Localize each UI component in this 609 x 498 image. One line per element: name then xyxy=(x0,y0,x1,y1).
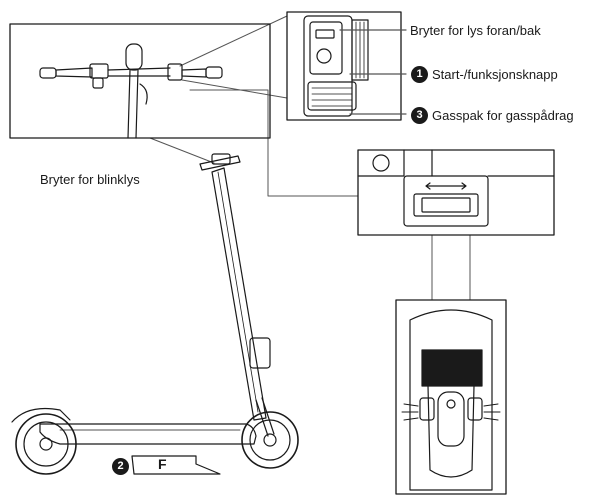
scooter-body xyxy=(11,153,299,475)
start-button-label: Start-/funksjonsknapp xyxy=(432,67,558,82)
blinker-switch-detail xyxy=(92,77,104,89)
folding-arrow xyxy=(131,455,221,475)
blinker-switch-label: Bryter for blinklys xyxy=(40,172,140,187)
folding-mark-label: F xyxy=(158,456,167,472)
rear-detail xyxy=(395,299,507,495)
folding-latch-detail xyxy=(357,149,555,236)
badge-1: 1 xyxy=(411,66,428,83)
switch-panel-detail xyxy=(286,11,407,121)
handlebar-detail xyxy=(9,23,271,139)
light-switch-label: Bryter for lys foran/bak xyxy=(410,23,541,38)
throttle-label: Gasspak for gasspådrag xyxy=(432,108,574,123)
badge-2: 2 xyxy=(112,458,129,475)
badge-3: 3 xyxy=(411,107,428,124)
